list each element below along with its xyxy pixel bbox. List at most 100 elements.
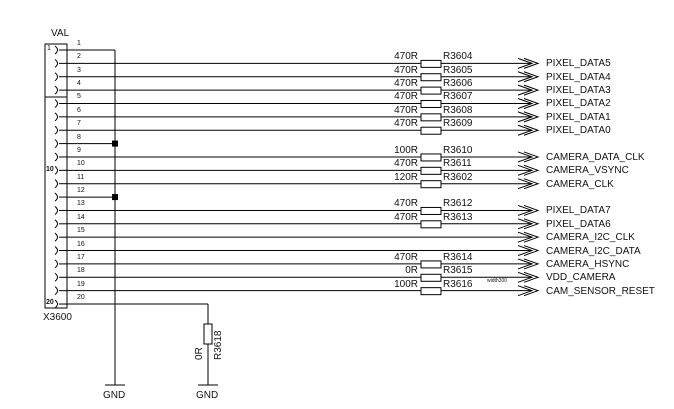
pin-number: 7 — [77, 120, 81, 128]
signal-label: CAM_SENSOR_RESET — [546, 285, 655, 297]
pin-number: 20 — [77, 294, 85, 302]
pin-number: 10 — [77, 160, 85, 168]
pin-number: 16 — [77, 240, 85, 248]
signal-label: CAMERA_I2C_CLK — [546, 232, 635, 244]
offpage-arrow-icon — [517, 71, 540, 83]
offpage-arrow-icon — [517, 178, 540, 190]
resistor-value: 470R — [394, 211, 418, 223]
resistor-value: 470R — [394, 64, 418, 76]
resistor-value: 470R — [394, 158, 418, 170]
resistor-value: 470R — [394, 198, 418, 210]
pin-number: 5 — [77, 93, 81, 101]
connector-value: VAL — [51, 28, 70, 39]
pin-number: 3 — [77, 66, 81, 74]
pin-number: 2 — [77, 53, 81, 61]
pin-socket-icon — [54, 272, 58, 282]
pin-socket-icon — [54, 152, 58, 162]
pin-socket-icon — [54, 85, 58, 95]
gnd-label-right: GND — [196, 390, 219, 401]
resistor-value: 470R — [394, 51, 418, 63]
signal-label: VDD_CAMERA — [546, 272, 616, 284]
resistor-r3604 — [420, 59, 442, 68]
pin-number: 15 — [77, 227, 85, 235]
gnd-label-left: GND — [103, 390, 126, 401]
pin-socket-icon — [54, 219, 58, 229]
offpage-arrow-icon — [517, 258, 540, 270]
pin-socket-icon — [54, 246, 58, 255]
pin-socket-icon — [54, 125, 58, 135]
pin-number: 18 — [77, 267, 85, 275]
offpage-arrow-icon — [517, 218, 540, 230]
resistor-r3606 — [420, 86, 442, 95]
offpage-arrow-icon — [517, 204, 540, 216]
resistor-value: 100R — [394, 144, 418, 156]
resistor-r3608 — [420, 113, 442, 122]
pin-number: 13 — [77, 200, 85, 208]
signal-label: PIXEL_DATA5 — [546, 58, 611, 70]
pin-socket-icon — [54, 192, 58, 202]
resistor-r3610 — [420, 153, 442, 162]
offpage-arrow-icon — [517, 151, 540, 163]
signal-label: PIXEL_DATA6 — [546, 218, 611, 230]
pin-number: 1 — [77, 40, 81, 47]
pin-number: 9 — [77, 146, 81, 154]
signal-label: CAMERA_HSYNC — [546, 258, 630, 270]
signal-label: PIXEL_DATA0 — [546, 125, 611, 137]
resistor-r3602 — [420, 180, 442, 189]
offpage-arrow-icon — [517, 124, 540, 136]
resistor-ref: R3608 — [443, 104, 473, 116]
offpage-arrow-icon — [517, 84, 540, 96]
signal-label: PIXEL_DATA4 — [546, 71, 611, 83]
offpage-arrow-icon — [517, 111, 540, 123]
resistor-ref: R3611 — [443, 158, 472, 170]
resistor-r3612 — [420, 206, 442, 215]
signal-label: PIXEL_DATA3 — [546, 85, 611, 97]
offpage-arrow-icon — [517, 164, 540, 176]
offpage-arrow-icon — [517, 245, 540, 257]
pin-socket-icon — [54, 112, 58, 122]
signal-label: PIXEL_DATA1 — [546, 111, 611, 123]
resistor-value: 470R — [394, 104, 418, 116]
pin-number: 4 — [77, 80, 81, 88]
resistor-r3609 — [420, 126, 442, 135]
pin-socket-icon — [54, 206, 58, 215]
pin-socket-icon — [54, 99, 58, 108]
r3618-value: 0R — [194, 347, 205, 360]
resistor-r3613 — [420, 220, 442, 229]
pin-socket-icon — [54, 232, 58, 242]
resistor-r3611 — [420, 166, 442, 175]
pin-socket-icon — [54, 45, 58, 55]
resistor-ref: R3613 — [443, 211, 473, 223]
resistor-ref: R3614 — [443, 251, 473, 263]
resistor-value: 470R — [394, 78, 418, 90]
pin-socket-icon — [54, 58, 58, 68]
resistor-ref: R3612 — [443, 198, 473, 210]
signal-label: CAMERA_DATA_CLK — [546, 151, 645, 163]
pin-socket-icon — [54, 72, 58, 82]
pin-socket-icon — [54, 299, 58, 309]
offpage-arrow-icon — [517, 285, 540, 297]
pin-number: 11 — [77, 173, 85, 181]
pin-number: 17 — [77, 253, 85, 261]
signal-label: PIXEL_DATA2 — [546, 98, 611, 110]
resistor-value: 470R — [394, 251, 418, 263]
offpage-arrow-icon — [517, 98, 540, 109]
pin-number: 8 — [77, 133, 81, 141]
resistor-ref: R3604 — [443, 51, 473, 63]
resistor-ref: R3605 — [443, 64, 473, 76]
pin-marker-first: 1 — [47, 45, 51, 52]
resistor-ref: R3616 — [443, 278, 473, 290]
nets — [67, 57, 540, 297]
resistor-ref: R3610 — [443, 144, 473, 156]
pin-socket-icon — [54, 259, 58, 269]
resistor-r3618 — [203, 323, 213, 345]
signal-label: CAMERA_CLK — [546, 178, 614, 190]
offpage-arrow-icon — [517, 231, 540, 243]
resistor-r3605 — [420, 73, 442, 82]
pin-number: 19 — [77, 280, 85, 288]
width-note: width300 — [487, 278, 508, 284]
pin-number: 14 — [77, 213, 85, 221]
offpage-arrow-icon — [517, 271, 540, 283]
resistor-r3607 — [420, 99, 442, 108]
